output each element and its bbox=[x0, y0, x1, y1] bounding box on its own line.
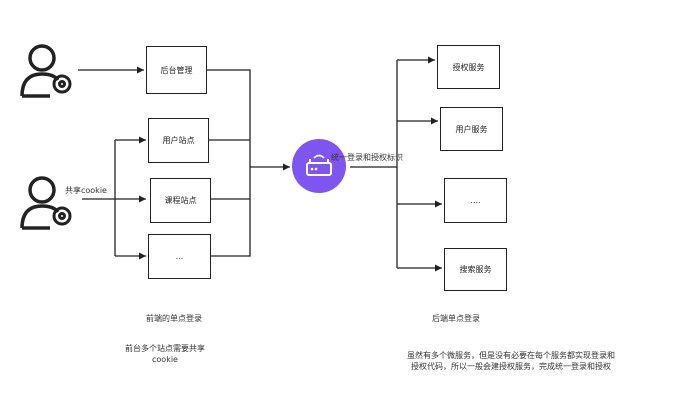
other-service-label: .... bbox=[470, 196, 481, 205]
gateway-label: 统一登录和授权标识 bbox=[331, 153, 403, 162]
user-service-box: 用户服务 bbox=[440, 107, 503, 151]
router-icon bbox=[306, 154, 332, 176]
auth-service-label: 授权服务 bbox=[452, 62, 485, 72]
backend-title: 后端单点登录 bbox=[432, 314, 480, 323]
backend-description: 虽然有多个微服务，但是没有必要在每个服务都实现登录和授权代码，所以一般会建授权服… bbox=[407, 351, 615, 371]
user-service-label: 用户服务 bbox=[455, 124, 488, 134]
other-site-label: ... bbox=[175, 252, 184, 261]
course-site-box: 课程站点 bbox=[150, 178, 211, 223]
admin-box: 后台管理 bbox=[146, 46, 207, 94]
user-gear-icon bbox=[20, 176, 60, 230]
user-gear-icon bbox=[20, 44, 60, 98]
search-service-label: 搜索服务 bbox=[459, 265, 492, 274]
gear-icon bbox=[52, 206, 72, 226]
gateway-node bbox=[292, 139, 346, 193]
search-service-box: 搜索服务 bbox=[444, 248, 507, 291]
auth-service-box: 授权服务 bbox=[437, 45, 500, 89]
frontend-description: 前台多个站点需要共享cookie bbox=[125, 344, 205, 364]
other-site-box: ... bbox=[148, 234, 211, 279]
other-service-box: .... bbox=[444, 178, 507, 223]
course-site-label: 课程站点 bbox=[164, 196, 197, 205]
user-site-box: 用户站点 bbox=[148, 118, 209, 163]
frontend-title: 前端的单点登录 bbox=[146, 314, 202, 323]
user-site-label: 用户站点 bbox=[162, 136, 195, 145]
admin-label: 后台管理 bbox=[160, 65, 193, 75]
shared-cookie-label: 共享cookie bbox=[65, 186, 107, 195]
gear-icon bbox=[52, 74, 72, 94]
